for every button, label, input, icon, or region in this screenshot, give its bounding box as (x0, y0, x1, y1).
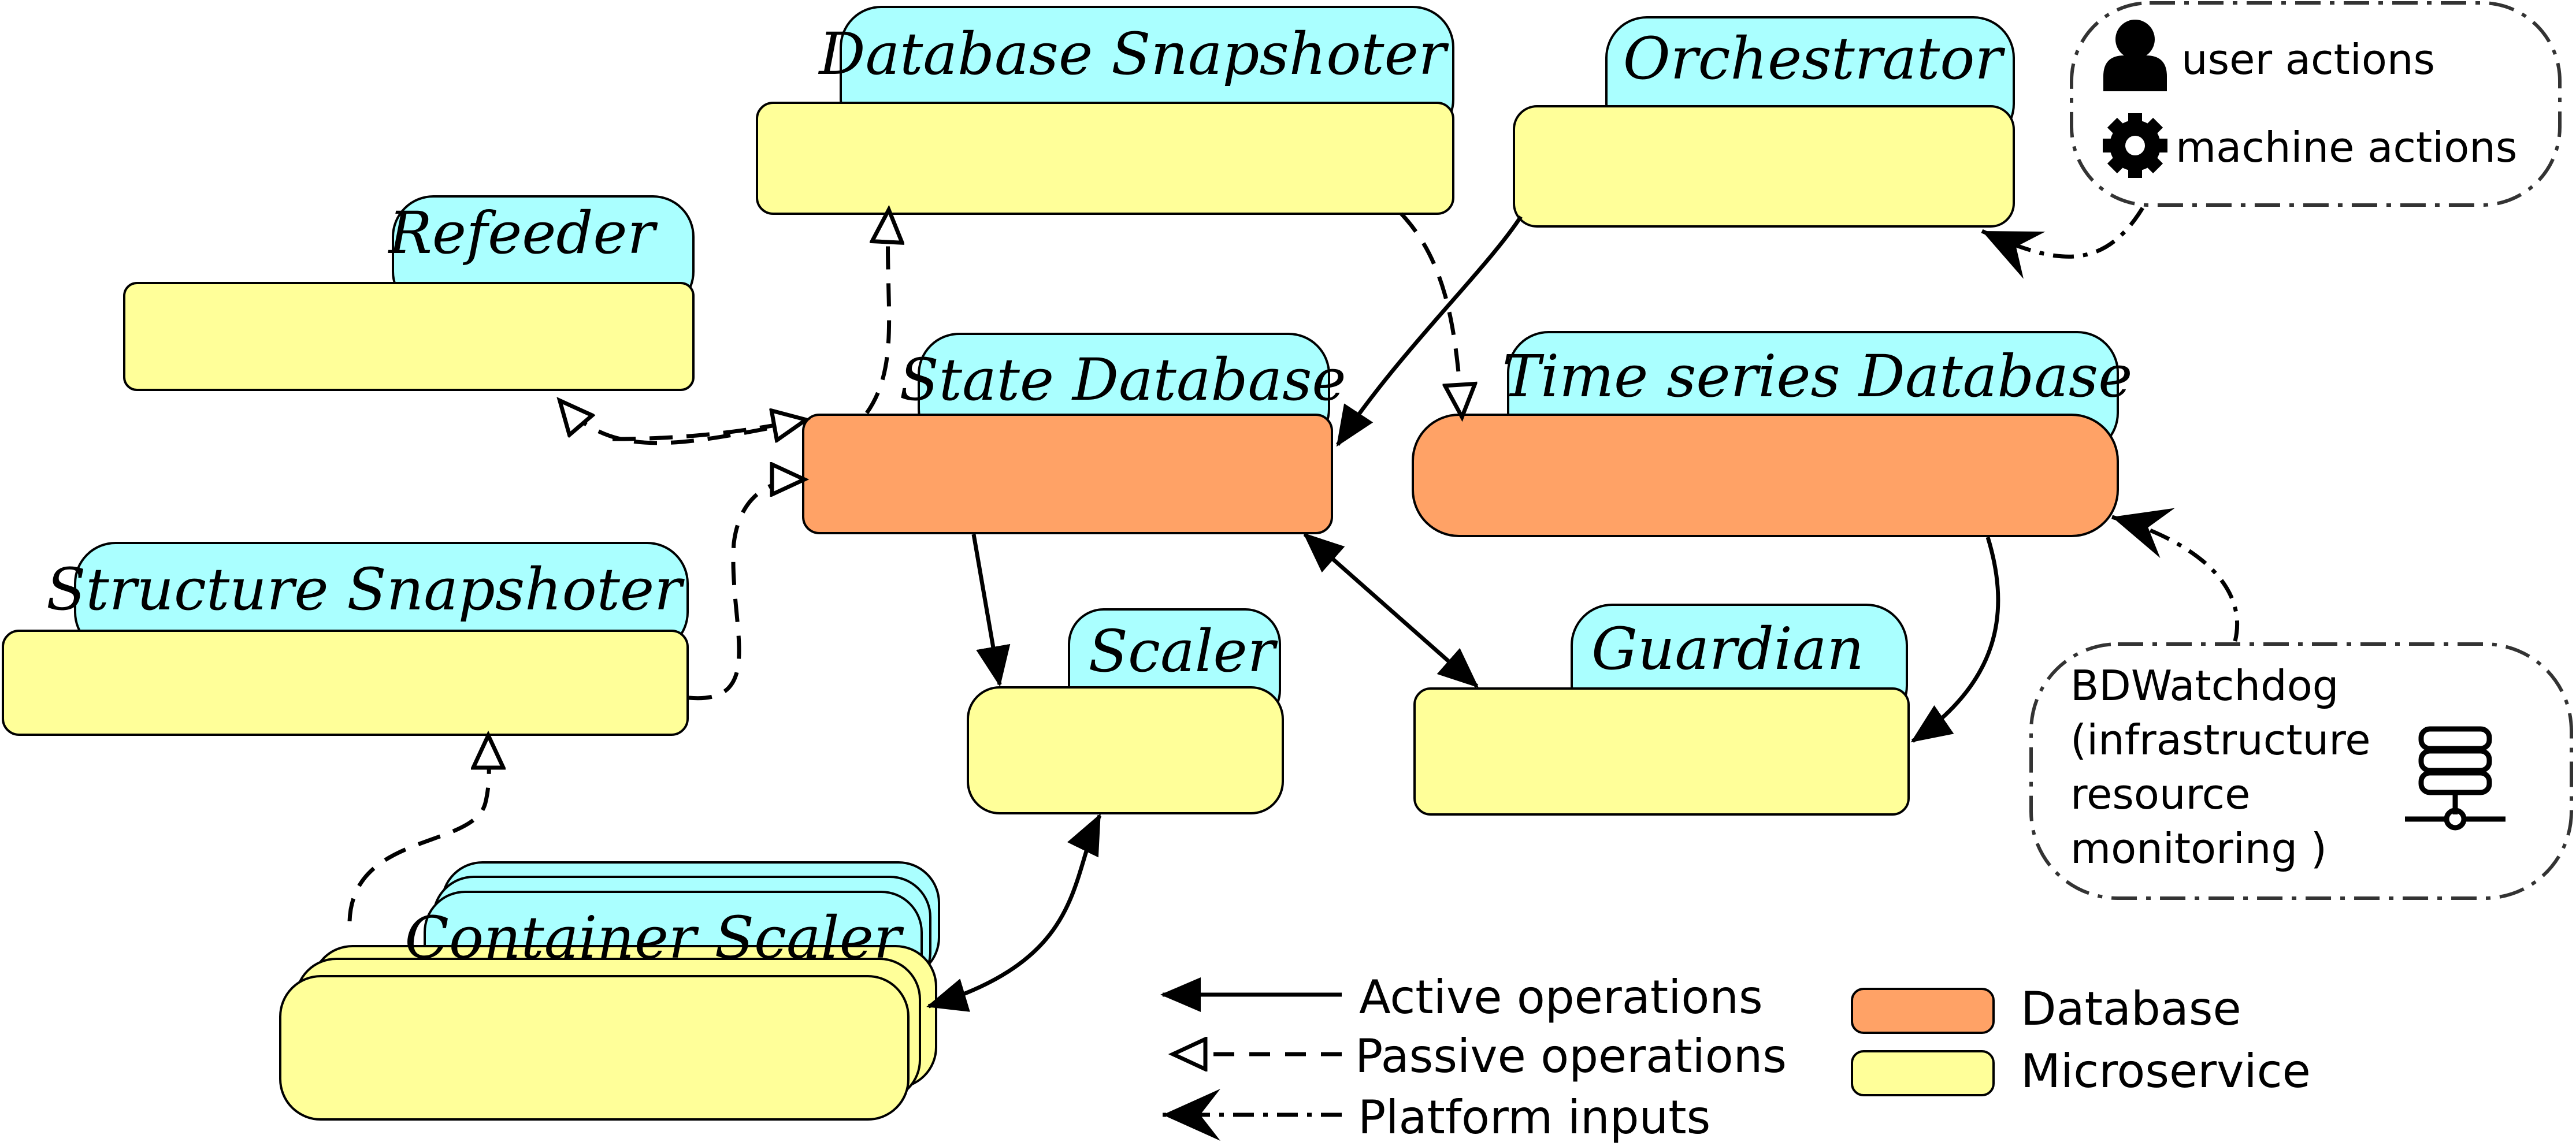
legend-database-label: Database (2021, 982, 2241, 1036)
arrow-to-refeeder (561, 401, 804, 445)
bdwatchdog-box-border (2029, 642, 2573, 900)
actors-box-border (2070, 1, 2562, 207)
bdwatchdog-line-4: monitoring ) (2070, 824, 2327, 873)
arrow-bdwatchdog-to-tsdb (2111, 508, 2240, 642)
orchestrator-service: Orchestrator (1513, 16, 2015, 228)
legend-microservice: Microservice (1851, 1044, 2311, 1098)
gear-icon (2103, 113, 2167, 178)
legend-passive-label: Passive operations (1355, 1029, 1787, 1083)
arrow-container-scaler-to-structure-snapshoter (347, 736, 489, 922)
arrow-orchestrator-to-state-database (1336, 215, 1523, 447)
time-series-database: Time series Database (1412, 331, 2133, 537)
time-series-database-body (1412, 414, 2119, 537)
bdwatchdog-line-1: BDWatchdog (2070, 661, 2339, 710)
refeeder-body (123, 282, 695, 391)
arrow-database-snapshoter-to-tsdb (1400, 212, 1462, 416)
bdwatchdog-line-2: (infrastructure (2070, 716, 2371, 764)
database-snapshoter-service: Database Snapshoter (756, 6, 1454, 215)
state-database-body (802, 414, 1333, 534)
arrow-structure-snapshoter-to-state-database (688, 479, 803, 701)
legend-microservice-swatch (1851, 1050, 1995, 1096)
legend-microservice-label: Microservice (2021, 1044, 2311, 1098)
legend-active-label: Active operations (1359, 970, 1763, 1024)
active-arrows (926, 215, 2000, 1012)
database-snapshoter-label: Database Snapshoter (818, 20, 1449, 88)
arrow-state-database-guardian (1303, 533, 1479, 688)
orchestrator-body (1513, 105, 2015, 228)
scaler-service: Scaler (967, 608, 1284, 814)
server-network-icon (2405, 726, 2506, 831)
container-scaler-service: Container Scaler (279, 861, 940, 1121)
database-snapshoter-body (756, 102, 1454, 215)
actors-box: user actions machine actions (2070, 1, 2562, 207)
time-series-database-label: Time series Database (1502, 343, 2133, 410)
legend: Active operations Passive operations Pla… (1160, 970, 2311, 1144)
state-database-label: State Database (899, 346, 1346, 414)
platform-input-arrows (1981, 207, 2240, 642)
guardian-label: Guardian (1591, 615, 1864, 683)
guardian-service: Guardian (1413, 604, 1910, 816)
state-database: State Database (802, 333, 1346, 534)
arrow-refeeder-to-state-database (612, 420, 805, 439)
legend-active: Active operations (1160, 970, 1763, 1024)
refeeder-label: Refeeder (388, 199, 658, 267)
user-icon (2103, 20, 2167, 91)
legend-database-swatch (1851, 988, 1995, 1034)
bdwatchdog-line-3: resource (2070, 770, 2250, 818)
bdwatchdog-box: BDWatchdog (infrastructure resource moni… (2029, 642, 2573, 900)
structure-snapshoter-body (2, 630, 689, 736)
container-scaler-label: Container Scaler (404, 904, 904, 972)
structure-snapshoter-service: Structure Snapshoter (2, 542, 689, 736)
structure-snapshoter-label: Structure Snapshoter (46, 556, 685, 623)
arrow-state-database-to-database-snapshoter (865, 211, 889, 415)
scaler-label: Scaler (1088, 617, 1278, 685)
refeeder-service: Refeeder (123, 195, 695, 391)
user-actions-text: user actions (2181, 35, 2435, 84)
legend-database: Database (1851, 982, 2241, 1036)
legend-passive: Passive operations (1174, 1029, 1787, 1083)
passive-arrows (347, 211, 1462, 922)
arrow-scaler-container-scaler (926, 813, 1102, 1012)
container-scaler-body (279, 975, 910, 1121)
arrow-state-database-to-scaler (971, 534, 1011, 687)
guardian-body (1413, 687, 1910, 816)
machine-actions-text: machine actions (2176, 123, 2517, 172)
legend-platform: Platform inputs (1163, 1089, 1710, 1144)
legend-platform-label: Platform inputs (1358, 1091, 1710, 1144)
scaler-body (967, 686, 1284, 814)
arrow-tsdb-to-guardian (1910, 536, 2000, 743)
orchestrator-label: Orchestrator (1623, 25, 2006, 92)
